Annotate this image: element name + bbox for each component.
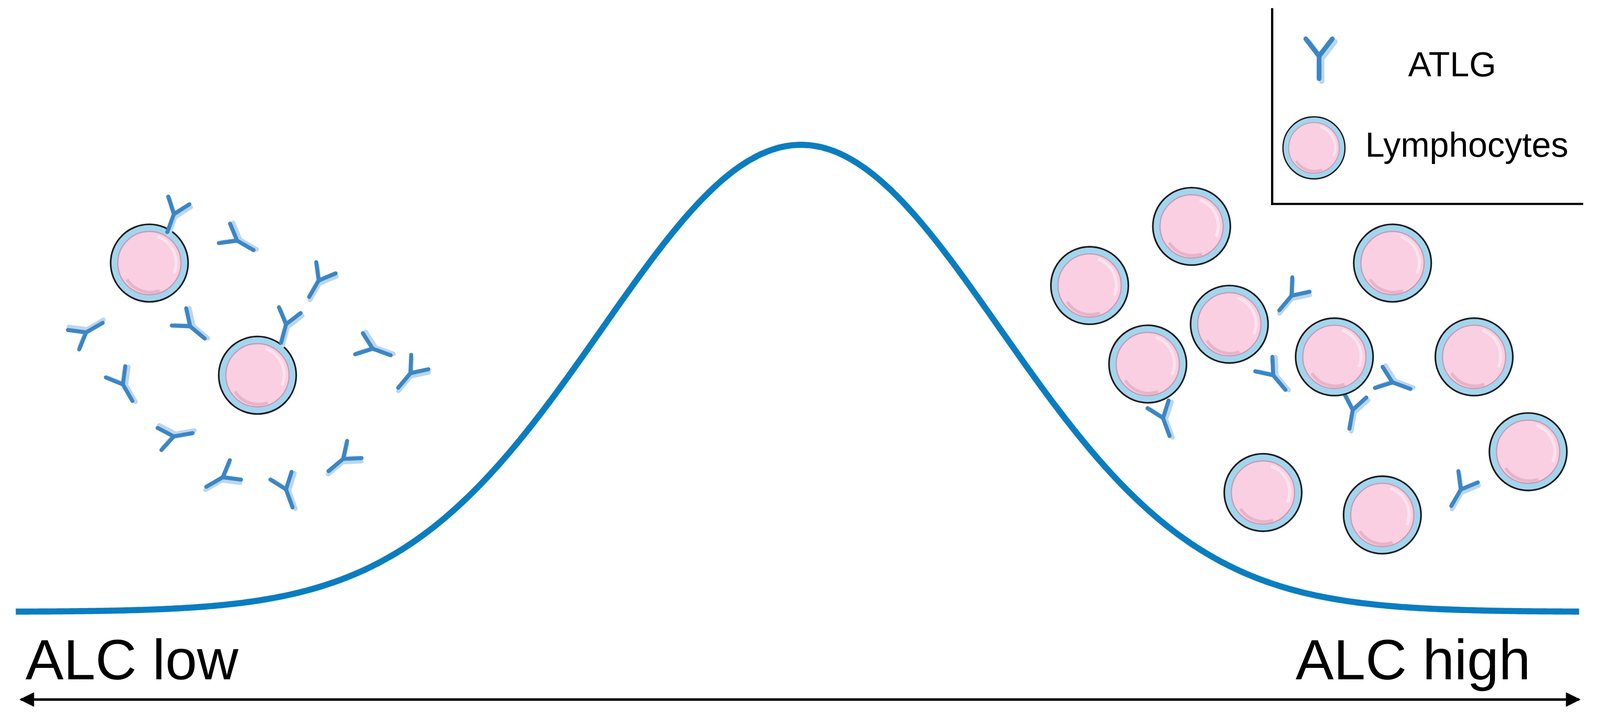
lymphocyte xyxy=(1295,317,1374,396)
antibody xyxy=(198,460,243,500)
antibody xyxy=(171,306,216,349)
legend-frame xyxy=(1271,8,1274,206)
antibody xyxy=(1147,399,1184,442)
antibody xyxy=(105,365,146,409)
lymphocyte xyxy=(1435,317,1514,396)
lymphocyte xyxy=(1050,246,1129,325)
low-alc-cluster xyxy=(66,196,430,514)
axis-label-low: ALC low xyxy=(25,631,239,689)
antibody xyxy=(66,310,111,350)
antibody xyxy=(157,419,197,451)
antibody xyxy=(1269,277,1312,321)
legend-frame xyxy=(1271,202,1584,206)
legend-label: Lymphocytes xyxy=(1365,127,1569,163)
high-alc-cluster xyxy=(1050,187,1567,554)
lymphocyte xyxy=(1224,453,1303,532)
antibody-icon xyxy=(1305,38,1336,82)
lymphocyte xyxy=(110,224,189,302)
lymphocyte xyxy=(1343,476,1422,554)
antibody xyxy=(1255,355,1298,399)
antibody xyxy=(270,471,307,514)
lymphocyte-icon xyxy=(1282,116,1346,180)
antibody xyxy=(269,307,303,349)
lymphocyte xyxy=(1108,325,1187,403)
lymphocyte xyxy=(1489,413,1568,491)
antibody xyxy=(319,440,364,483)
antibody xyxy=(298,262,338,306)
axis-arrow xyxy=(21,698,1580,701)
antibody xyxy=(1338,393,1369,434)
antibody xyxy=(1374,364,1417,401)
bell-curve xyxy=(15,144,1580,612)
antibody xyxy=(218,221,263,261)
antibody xyxy=(1440,471,1480,515)
lymphocyte xyxy=(1353,224,1432,302)
legend-label: ATLG xyxy=(1408,47,1497,82)
lymphocyte xyxy=(1152,187,1231,266)
axis-label-high: ALC high xyxy=(1295,631,1531,689)
lymphocyte xyxy=(1190,285,1269,364)
antibody xyxy=(388,354,431,399)
antibody xyxy=(155,196,192,239)
antibody xyxy=(354,331,398,367)
lymphocyte xyxy=(218,336,297,415)
